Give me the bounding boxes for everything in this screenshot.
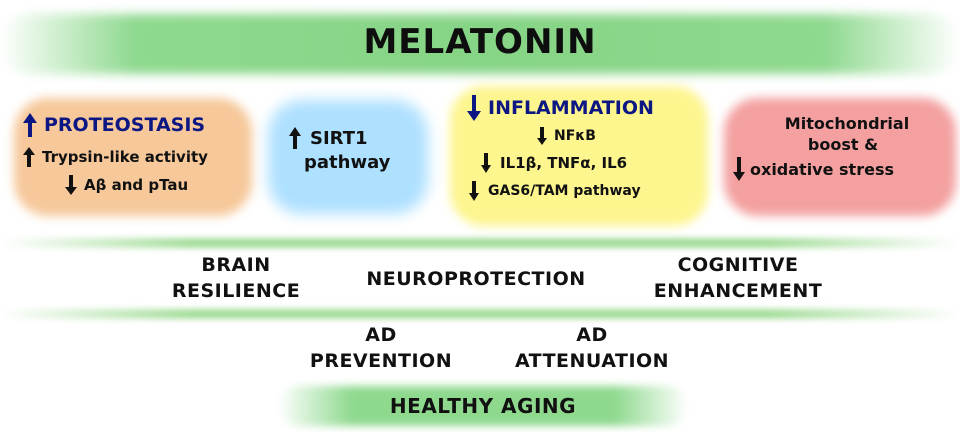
arrow-down-icon [536, 126, 548, 146]
proteostasis-line-1: Trypsin-like activity [42, 148, 208, 166]
sirt1-box [268, 100, 428, 214]
mitochondrial-block: Mitochondrial boost & oxidative stress [732, 114, 950, 182]
healthy-aging-band [278, 386, 688, 426]
proteostasis-block: PROTEOSTASIS Trypsin-like activity Aβ an… [20, 112, 252, 196]
cognitive-enhancement-line-1: COGNITIVE [677, 254, 799, 276]
inflammation-line-3: GAS6/TAM pathway [488, 183, 641, 199]
melatonin-banner [0, 14, 960, 74]
inflammation-line-2: IL1β, TNFα, IL6 [500, 154, 628, 172]
ad-attenuation-line-2: ATTENUATION [514, 350, 670, 372]
inflammation-heading: INFLAMMATION [488, 97, 654, 119]
brain-resilience-line-2: RESILIENCE [171, 280, 301, 302]
arrow-down-icon [480, 152, 492, 174]
separator-band-lower [0, 309, 960, 319]
cognitive-enhancement-line-2: ENHANCEMENT [653, 280, 823, 302]
separator-band-upper [0, 238, 960, 248]
mitochondrial-line-2: boost & [807, 135, 879, 154]
inflammation-line-1: NFκB [554, 128, 596, 144]
ad-attenuation-line-1: AD [576, 324, 608, 346]
sirt1-line-1: SIRT1 [310, 127, 368, 149]
ad-prevention-line-1: AD [365, 324, 397, 346]
arrow-down-icon [64, 174, 78, 196]
arrow-down-icon [466, 94, 482, 122]
arrow-up-icon [22, 146, 36, 168]
inflammation-box [450, 86, 708, 226]
arrow-up-icon [288, 126, 302, 150]
sirt1-block: SIRT1 pathway [282, 126, 422, 173]
arrow-down-icon [732, 156, 746, 182]
ad-prevention-line-2: PREVENTION [309, 350, 453, 372]
mitochondrial-line-1: Mitochondrial [784, 114, 910, 133]
ad-prevention-label: AD PREVENTION [292, 322, 470, 374]
brain-resilience-line-1: BRAIN [201, 254, 271, 276]
inflammation-block: INFLAMMATION NFκB IL1β, TNFα, IL6 GAS6/T… [466, 94, 704, 202]
brain-resilience-label: BRAIN RESILIENCE [148, 252, 324, 304]
proteostasis-box [14, 98, 252, 216]
proteostasis-line-2: Aβ and pTau [84, 176, 189, 194]
diagram-title: MELATONIN [363, 22, 597, 62]
neuroprotection-label: NEUROPROTECTION [366, 268, 586, 290]
mitochondrial-box [724, 98, 956, 216]
mitochondrial-line-3: oxidative stress [750, 159, 894, 179]
cognitive-enhancement-label: COGNITIVE ENHANCEMENT [630, 252, 846, 304]
proteostasis-heading: PROTEOSTASIS [44, 114, 206, 136]
ad-attenuation-label: AD ATTENUATION [494, 322, 690, 374]
healthy-aging-label: HEALTHY AGING [389, 394, 577, 418]
sirt1-line-2: pathway [304, 152, 391, 173]
arrow-down-icon [468, 180, 480, 202]
arrow-up-icon [22, 112, 38, 138]
